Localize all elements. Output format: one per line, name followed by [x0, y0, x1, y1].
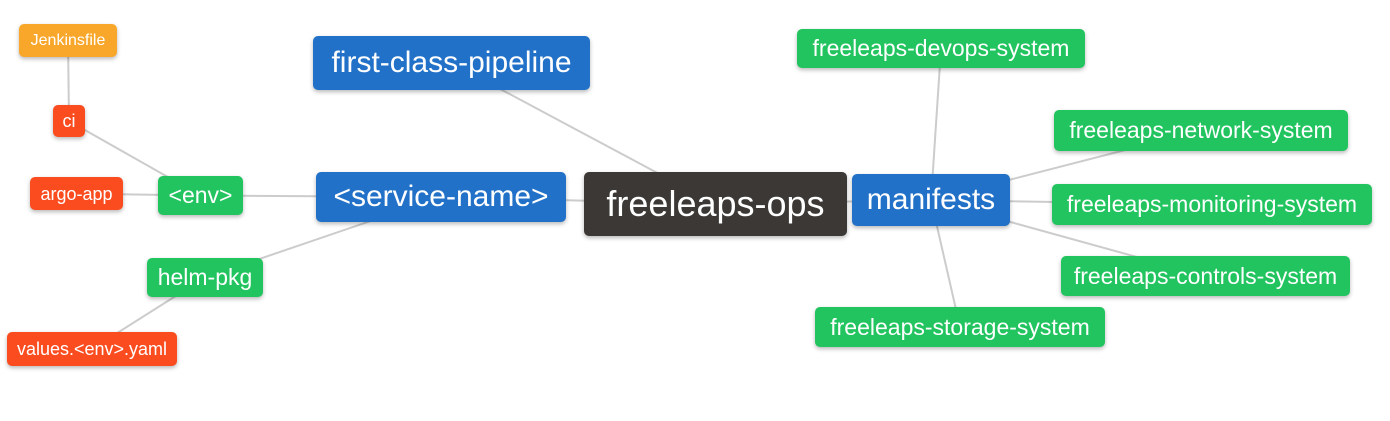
node-service-name[interactable]: <service-name>: [316, 172, 566, 222]
node-monitoring-system[interactable]: freeleaps-monitoring-system: [1052, 184, 1372, 225]
node-manifests[interactable]: manifests: [852, 174, 1010, 226]
node-freeleaps-ops[interactable]: freeleaps-ops: [584, 172, 847, 236]
node-network-system[interactable]: freeleaps-network-system: [1054, 110, 1348, 151]
node-jenkinsfile[interactable]: Jenkinsfile: [19, 24, 117, 57]
node-helm-pkg[interactable]: helm-pkg: [147, 258, 263, 297]
node-ci[interactable]: ci: [53, 105, 85, 137]
node-argo-app[interactable]: argo-app: [30, 177, 123, 210]
node-first-class-pipeline[interactable]: first-class-pipeline: [313, 36, 590, 90]
node-storage-system[interactable]: freeleaps-storage-system: [815, 307, 1105, 347]
node-devops-system[interactable]: freeleaps-devops-system: [797, 29, 1085, 68]
node-env[interactable]: <env>: [158, 176, 243, 215]
node-values-env-yaml[interactable]: values.<env>.yaml: [7, 332, 177, 366]
node-controls-system[interactable]: freeleaps-controls-system: [1061, 256, 1350, 296]
